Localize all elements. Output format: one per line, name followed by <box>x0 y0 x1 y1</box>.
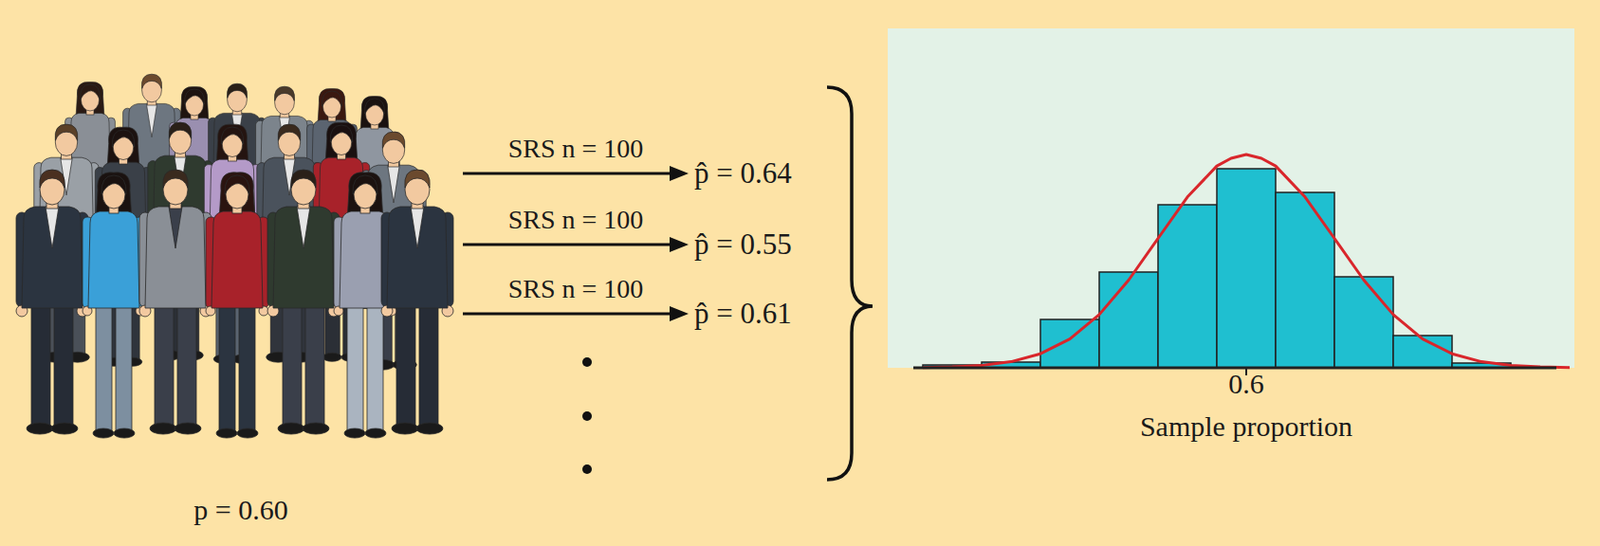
population-group: p = 0.60 <box>18 75 463 532</box>
sampling-arrow <box>462 306 689 322</box>
arrow-head <box>669 165 689 182</box>
sample-proportion: p̂ = 0.64 <box>690 154 796 193</box>
arrow-label: SRS n = 100 <box>508 274 644 305</box>
arrow-label: SRS n = 100 <box>508 204 644 236</box>
sampling-arrow <box>462 237 689 253</box>
sample-proportion: p̂ = 0.61 <box>690 294 796 333</box>
arrow-line <box>462 172 672 176</box>
arrow-label: SRS n = 100 <box>508 133 644 165</box>
node-text: p = 0.60 <box>193 493 288 528</box>
node-text: p̂ = 0.64 <box>694 154 792 193</box>
sample-proportion: p̂ = 0.55 <box>690 225 796 264</box>
node-text: p̂ = 0.61 <box>694 294 792 333</box>
node-text: p̂ = 0.55 <box>694 225 792 264</box>
sampling-distribution-panel: 0.6Sample proportion <box>902 28 1590 444</box>
node-text: 0.6 <box>902 367 1590 402</box>
arrow-head <box>669 306 689 322</box>
arrow-head <box>669 237 689 253</box>
arrow-line <box>462 243 672 247</box>
arrow-line <box>462 312 672 316</box>
sampling-arrow <box>462 165 689 182</box>
node-subtext: Sample proportion <box>902 409 1590 444</box>
